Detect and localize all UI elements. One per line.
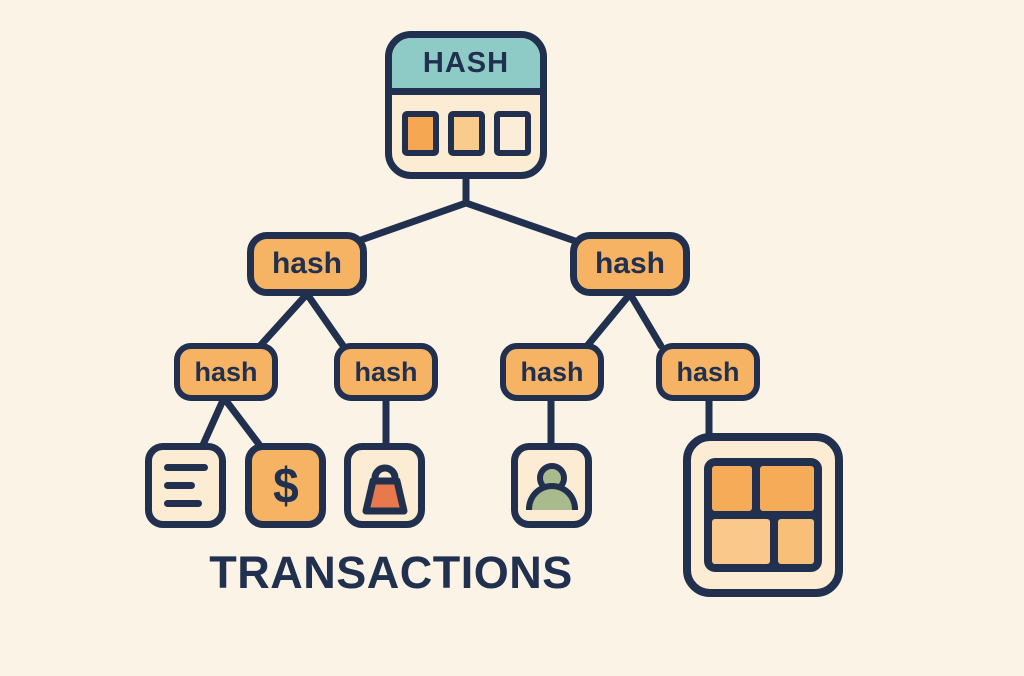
grid-cell [759,466,814,511]
hash-node-level2-left: hash [247,232,367,296]
grid-cell [712,466,752,511]
hash-block-square-2 [447,111,485,156]
hash-node-level3-1: hash [174,343,278,401]
block-grid-icon [704,458,822,572]
person-shoulders [525,483,578,510]
transaction-leaf-document [145,443,226,528]
root-hash-label: HASH [392,38,540,95]
transaction-leaf-purchase [344,443,425,528]
document-line [163,464,208,471]
transactions-label: TRANSACTIONS [209,547,573,598]
document-lines-icon [163,464,208,507]
transaction-leaf-user [511,443,592,528]
transaction-leaf-block [683,433,843,597]
dollar-sign-icon: $ [272,457,299,514]
transaction-leaf-payment: $ [245,443,326,528]
document-line [163,500,202,507]
hash-block-square-3 [493,111,531,156]
hash-block-square-1 [401,111,439,156]
hash-node-level3-2: hash [334,343,438,401]
grid-cell [778,519,814,564]
block-grid-row-bottom [712,519,814,564]
shopping-bag-icon [362,464,407,514]
root-hash-node: HASH [385,31,547,179]
block-grid-row-top [712,466,814,511]
hash-node-level3-4: hash [656,343,760,401]
document-line [163,482,195,489]
hash-node-level3-3: hash [500,343,604,401]
hash-node-level2-right: hash [570,232,690,296]
root-hash-blocks [392,95,540,172]
grid-cell [712,519,771,564]
